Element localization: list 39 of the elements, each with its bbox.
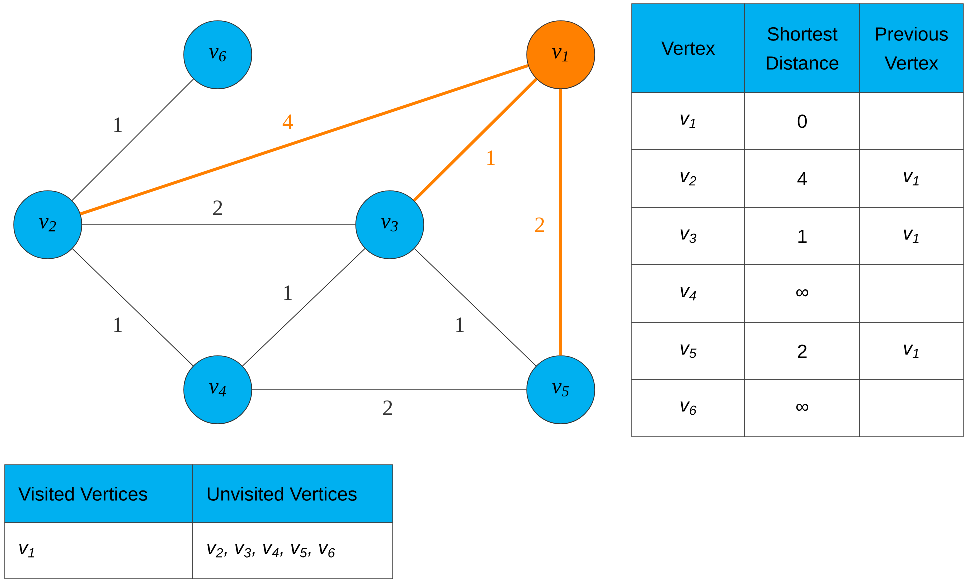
table-cell: v$_{4}$ <box>632 264 746 324</box>
graph-edge <box>72 78 194 202</box>
graph-edge <box>413 78 538 202</box>
table-cell: v$_{1}$ <box>860 208 964 266</box>
graph-edge <box>72 248 194 366</box>
table-cell: v$_{1}$ <box>4 522 194 580</box>
header-cell: Unvisited Vertices <box>192 464 394 524</box>
header-cell: Visited Vertices <box>4 464 194 524</box>
header-cell: Previous Vertex <box>860 4 964 94</box>
header-cell: Shortest Distance <box>744 4 860 94</box>
edge-label: 1 <box>454 316 466 334</box>
table-cell: v$_{1}$ <box>632 92 746 150</box>
edge-label: 1 <box>112 116 124 134</box>
edge-label: 1 <box>112 316 124 334</box>
edge-label: 4 <box>282 114 294 130</box>
table-cell: v$_{2}$ <box>632 150 746 208</box>
table-cell: 2 <box>744 322 860 380</box>
table-cell: v$_{2}$, v$_{3}$, v$_{4}$, v$_{5}$, v$_{6}$ <box>192 522 394 580</box>
graph-edge <box>242 248 366 367</box>
edge-label: 2 <box>382 400 394 416</box>
graph-edge <box>82 224 356 226</box>
table-cell: ∞ <box>744 380 860 438</box>
table-cell: 1 <box>744 208 860 266</box>
table-cell: ∞ <box>744 264 860 324</box>
edge-label: 2 <box>212 200 224 216</box>
graph-edge <box>414 248 537 366</box>
edge-label: 1 <box>282 284 294 302</box>
graph-edge <box>80 64 529 216</box>
table-cell: 0 <box>744 92 860 150</box>
table-cell: v$_{1}$ <box>860 150 964 208</box>
table-cell: v$_{6}$ <box>632 380 746 438</box>
header-cell: Vertex <box>632 4 746 94</box>
edge-label: 2 <box>534 216 546 234</box>
table-cell: 4 <box>744 150 860 208</box>
edge-label: 1 <box>484 150 498 166</box>
table-cell: v$_{5}$ <box>632 322 746 380</box>
graph-edge <box>560 89 562 356</box>
table-cell: v$_{1}$ <box>860 322 964 380</box>
table-cell: v$_{3}$ <box>632 208 746 266</box>
